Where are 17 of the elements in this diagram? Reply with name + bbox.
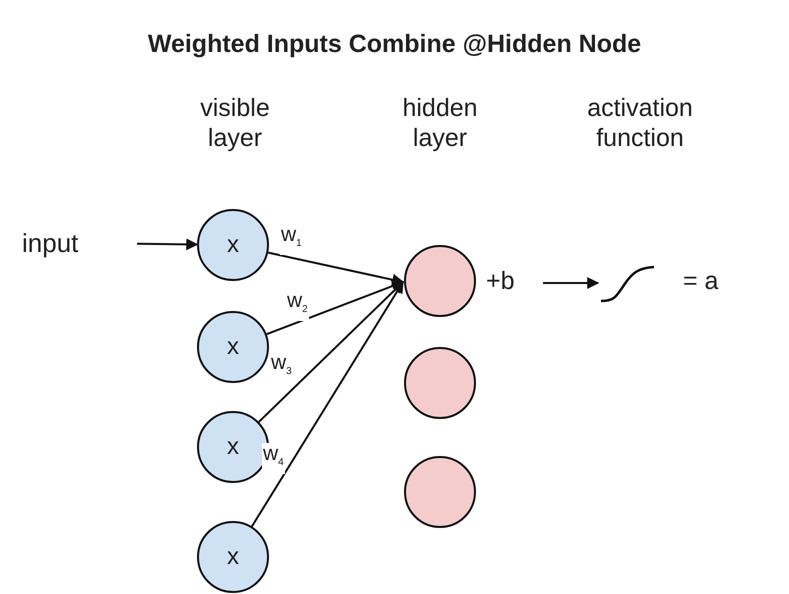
arrow: [258, 281, 404, 423]
bias-label: +b: [486, 266, 516, 296]
column-heading: activation function: [586, 93, 694, 153]
weight-label: w$_{4}$: [262, 443, 285, 474]
variable-label: x: [227, 433, 239, 461]
title: Weighted Inputs Combine @Hidden Node: [146, 30, 642, 59]
variable-label: x: [227, 543, 239, 571]
arrow: [543, 277, 600, 289]
output-label: = a: [683, 266, 720, 296]
column-heading: visible layer: [199, 93, 271, 153]
column-heading: hidden layer: [401, 93, 479, 153]
arrow: [251, 280, 404, 527]
arrow: [136, 238, 198, 250]
variable-label: x: [227, 231, 239, 259]
arrow: [268, 252, 404, 286]
input-label: input: [22, 224, 137, 262]
variable-label: x: [227, 333, 239, 361]
